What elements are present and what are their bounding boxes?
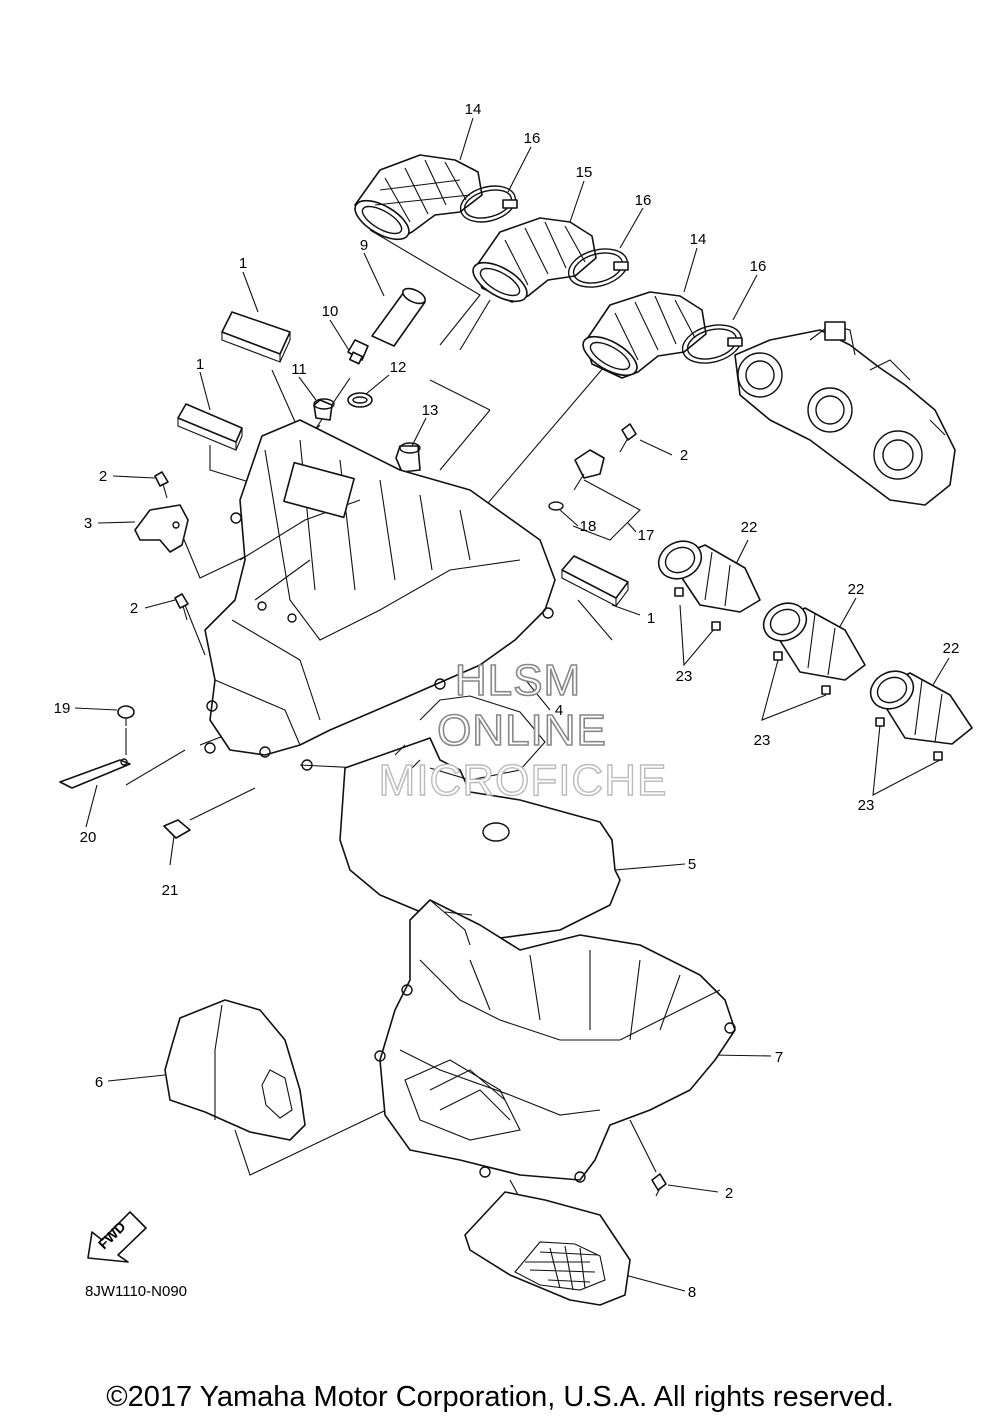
callout-19: 19 xyxy=(54,700,71,717)
funnel-22-center xyxy=(762,602,866,695)
callout-1: 1 xyxy=(647,610,655,627)
intake-duct-15 xyxy=(472,217,597,303)
callout-14: 14 xyxy=(690,231,707,248)
funnel-22-right xyxy=(869,670,973,761)
callout-8: 8 xyxy=(688,1284,696,1301)
callout-18: 18 xyxy=(580,518,597,535)
screw-2-top-left xyxy=(154,471,169,499)
funnel-22-left xyxy=(657,540,761,631)
intake-duct-14-right xyxy=(582,291,707,379)
throttle-body-assembly xyxy=(734,321,956,506)
watermark-line-2: ONLINE xyxy=(437,706,607,755)
callout-9: 9 xyxy=(360,237,368,254)
callout-2: 2 xyxy=(130,600,138,617)
callout-6: 6 xyxy=(95,1074,103,1091)
callout-1: 1 xyxy=(239,255,247,272)
callout-23: 23 xyxy=(754,732,771,749)
callout-labels: 14 16 15 16 14 16 1 9 10 1 11 12 13 2 2 … xyxy=(54,101,960,1301)
callout-22: 22 xyxy=(848,581,865,598)
foam-pad-1-right xyxy=(561,555,629,607)
grommet-12 xyxy=(347,392,373,408)
callout-23: 23 xyxy=(676,668,693,685)
watermark-line-3: MICROFICHE xyxy=(379,756,668,805)
hose-clamp-16-right xyxy=(681,324,743,364)
foam-pad-1-top xyxy=(221,311,291,363)
callout-2: 2 xyxy=(99,468,107,485)
air-filter-case-lower-7 xyxy=(374,899,736,1183)
callout-1: 1 xyxy=(196,356,204,373)
callout-20: 20 xyxy=(80,829,97,846)
callout-2: 2 xyxy=(725,1185,733,1202)
plate-20 xyxy=(59,758,131,789)
intake-duct-14-left xyxy=(354,154,483,241)
screen-8 xyxy=(464,1191,631,1306)
air-filter-case-upper-4 xyxy=(204,419,556,771)
watermark-line-1: HLSM xyxy=(455,656,581,705)
callout-16: 16 xyxy=(750,258,767,275)
callout-16: 16 xyxy=(524,130,541,147)
callout-4: 4 xyxy=(555,702,563,719)
bracket-3 xyxy=(134,504,189,553)
callout-2: 2 xyxy=(680,447,688,464)
callout-10: 10 xyxy=(322,303,339,320)
callout-7: 7 xyxy=(775,1049,783,1066)
callout-3: 3 xyxy=(84,515,92,532)
hose-clamp-16-center xyxy=(567,248,629,288)
callout-12: 12 xyxy=(390,359,407,376)
copyright-notice: ©2017 Yamaha Motor Corporation, U.S.A. A… xyxy=(106,1381,894,1413)
screw-2-mid-left xyxy=(174,593,189,621)
grommet-13 xyxy=(395,442,421,473)
foam-pad-1-left xyxy=(177,403,243,451)
o-ring-18 xyxy=(548,501,564,511)
callout-15: 15 xyxy=(576,164,593,181)
callout-23: 23 xyxy=(858,797,875,814)
hose-clamp-16-left xyxy=(459,185,518,223)
callout-21: 21 xyxy=(162,882,179,899)
screw-19 xyxy=(117,705,135,726)
callout-22: 22 xyxy=(741,519,758,536)
cap-10 xyxy=(347,339,369,365)
callout-11: 11 xyxy=(291,361,307,378)
callout-17: 17 xyxy=(638,527,655,544)
watermark: HLSM ONLINE MICROFICHE xyxy=(378,655,668,806)
callout-22: 22 xyxy=(943,640,960,657)
nut-21 xyxy=(163,819,191,839)
air-filter-element-5 xyxy=(339,695,621,939)
grommet-11 xyxy=(313,398,335,421)
callout-5: 5 xyxy=(688,856,696,873)
callout-13: 13 xyxy=(422,402,439,419)
callout-14: 14 xyxy=(465,101,482,118)
screw-2-right xyxy=(619,423,637,453)
fwd-arrow-icon: FWD xyxy=(87,1211,147,1263)
side-cover-6 xyxy=(164,999,306,1141)
hose-9 xyxy=(371,287,426,347)
sensor-17 xyxy=(573,449,605,491)
screw-2-bottom xyxy=(651,1173,667,1197)
diagram-code: 8JW1110-N090 xyxy=(85,1283,187,1300)
callout-16: 16 xyxy=(635,192,652,209)
